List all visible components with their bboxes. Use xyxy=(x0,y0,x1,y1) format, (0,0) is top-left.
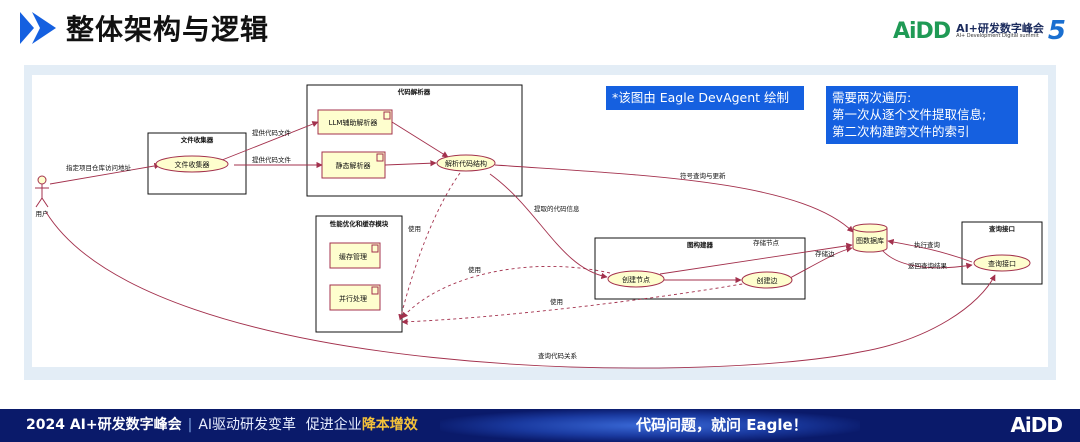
package-perf-label: 性能优化和缓存模块 xyxy=(330,219,389,228)
label-use-1: 使用 xyxy=(408,224,421,233)
footer-slogan-a: AI驱动研发变革 xyxy=(198,417,297,433)
edge-parse-to-createnode xyxy=(489,173,608,280)
usecase-create-node: 创建节点 xyxy=(607,270,665,288)
edge-collector-to-llm xyxy=(221,121,319,161)
component-static-parser: 静态解析器 xyxy=(321,151,386,179)
brand-edition-number: 5 xyxy=(1047,16,1066,46)
edge-user-to-collector xyxy=(49,162,161,185)
footer-slogan-b: 促进企业 xyxy=(305,417,362,433)
svg-text:LLM辅助解析器: LLM辅助解析器 xyxy=(329,118,378,127)
footer-banner: 2024 AI+研发数字峰会 | AI驱动研发变革 促进企业降本增效 代码问题，就问… xyxy=(0,409,1080,442)
label-specify-repo: 指定项目仓库访问地址 xyxy=(66,163,132,172)
edge-parse-uses-perf xyxy=(398,172,461,321)
footer-separator: | xyxy=(187,417,193,433)
edge-query-to-graphdb xyxy=(887,238,973,263)
database-icon: 图数据库 xyxy=(852,223,888,253)
component-llm-parser: LLM辅助解析器 xyxy=(317,109,393,135)
graph-db-label: 图数据库 xyxy=(856,236,884,245)
label-use-2: 使用 xyxy=(468,265,481,274)
usecase-query-interface: 查询接口 xyxy=(973,254,1031,272)
svg-text:文件收集器: 文件收集器 xyxy=(175,160,210,169)
footer-tagline: 代码问题，就问 Eagle！ xyxy=(636,416,808,434)
traversal-note-line-3: 第二次构建跨文件的索引 xyxy=(832,124,970,139)
svg-text:并行处理: 并行处理 xyxy=(339,294,367,303)
edge-user-to-query xyxy=(45,211,996,369)
edge-static-to-parse xyxy=(384,160,437,167)
user-actor-label: 用户 xyxy=(36,209,49,218)
package-perf xyxy=(315,215,403,333)
footer-slogan-c: 降本增效 xyxy=(361,417,418,433)
usecase-file-collector: 文件收集器 xyxy=(155,155,229,173)
footer-aidd-logo: AiDD xyxy=(1010,413,1063,437)
label-provide-file-2: 提供代码文件 xyxy=(252,155,292,164)
label-store-node: 存储节点 xyxy=(753,238,780,247)
label-use-3: 使用 xyxy=(550,297,563,306)
package-query-interface xyxy=(961,221,1043,285)
package-graph-builder xyxy=(594,237,806,300)
traversal-note: 需要两次遍历: 第一次从逐个文件提取信息; 第二次构建跨文件的索引 xyxy=(826,86,1018,144)
component-parallel: 并行处理 xyxy=(329,284,381,311)
label-provide-file-1: 提供代码文件 xyxy=(252,128,292,137)
brand-sub-text: AI+ Development Digital summit xyxy=(956,33,1039,39)
aidd-logo: AiDD xyxy=(892,18,951,44)
svg-text:静态解析器: 静态解析器 xyxy=(336,161,371,170)
footer-event: 2024 AI+研发数字峰会 | AI驱动研发变革 促进企业降本增效 xyxy=(26,409,418,442)
svg-text:创建边: 创建边 xyxy=(757,276,778,285)
package-code-parser xyxy=(306,84,523,197)
svg-text:解析代码结构: 解析代码结构 xyxy=(445,159,487,168)
edge-createedge-uses-perf xyxy=(401,282,749,325)
edge-llm-to-parse xyxy=(391,121,449,158)
label-exec-query: 执行查询 xyxy=(914,240,941,249)
label-store-edge: 存储边 xyxy=(815,249,835,258)
svg-text:缓存管理: 缓存管理 xyxy=(339,252,367,261)
package-file-collector-label: 文件收集器 xyxy=(180,135,214,144)
edge-createedge-to-graphdb xyxy=(789,246,853,279)
page-title: 整体架构与逻辑 xyxy=(66,13,270,46)
label-symbol-query: 符号查询与更新 xyxy=(680,171,726,180)
edge-createnode-to-graphdb xyxy=(659,242,853,275)
usecase-create-edge: 创建边 xyxy=(741,271,793,289)
double-chevron-icon xyxy=(20,12,56,44)
devagent-note: *该图由 Eagle DevAgent 绘制 xyxy=(606,86,804,110)
user-actor-icon xyxy=(35,175,49,208)
edge-createnode-uses-perf xyxy=(401,265,611,319)
header: 整体架构与逻辑 xyxy=(18,8,269,48)
traversal-note-line-2: 第一次从逐个文件提取信息; xyxy=(832,107,987,122)
edge-graphdb-to-query xyxy=(881,249,973,269)
package-graph-builder-label: 图构建器 xyxy=(687,240,714,249)
edge-parse-to-graphdb xyxy=(494,164,854,233)
usecase-parse-structure: 解析代码结构 xyxy=(436,154,496,172)
footer-event-name: 2024 AI+研发数字峰会 xyxy=(26,417,182,433)
traversal-note-line-1: 需要两次遍历: xyxy=(832,90,912,105)
label-return-result: 返回查询结果 xyxy=(908,261,948,270)
brand-logo: AiDD AI+研发数字峰会 AI+ Development Digital s… xyxy=(893,16,1066,46)
svg-text:查询接口: 查询接口 xyxy=(988,259,1016,268)
svg-text:创建节点: 创建节点 xyxy=(622,275,650,284)
label-extracted-info: 提取的代码信息 xyxy=(534,204,580,213)
component-cache-mgmt: 缓存管理 xyxy=(329,242,381,269)
label-query-relation: 查询代码关系 xyxy=(538,351,578,360)
package-query-interface-label: 查询接口 xyxy=(989,224,1015,233)
brand-main-text: AI+研发数字峰会 xyxy=(956,22,1044,35)
package-code-parser-label: 代码解析器 xyxy=(397,87,431,96)
